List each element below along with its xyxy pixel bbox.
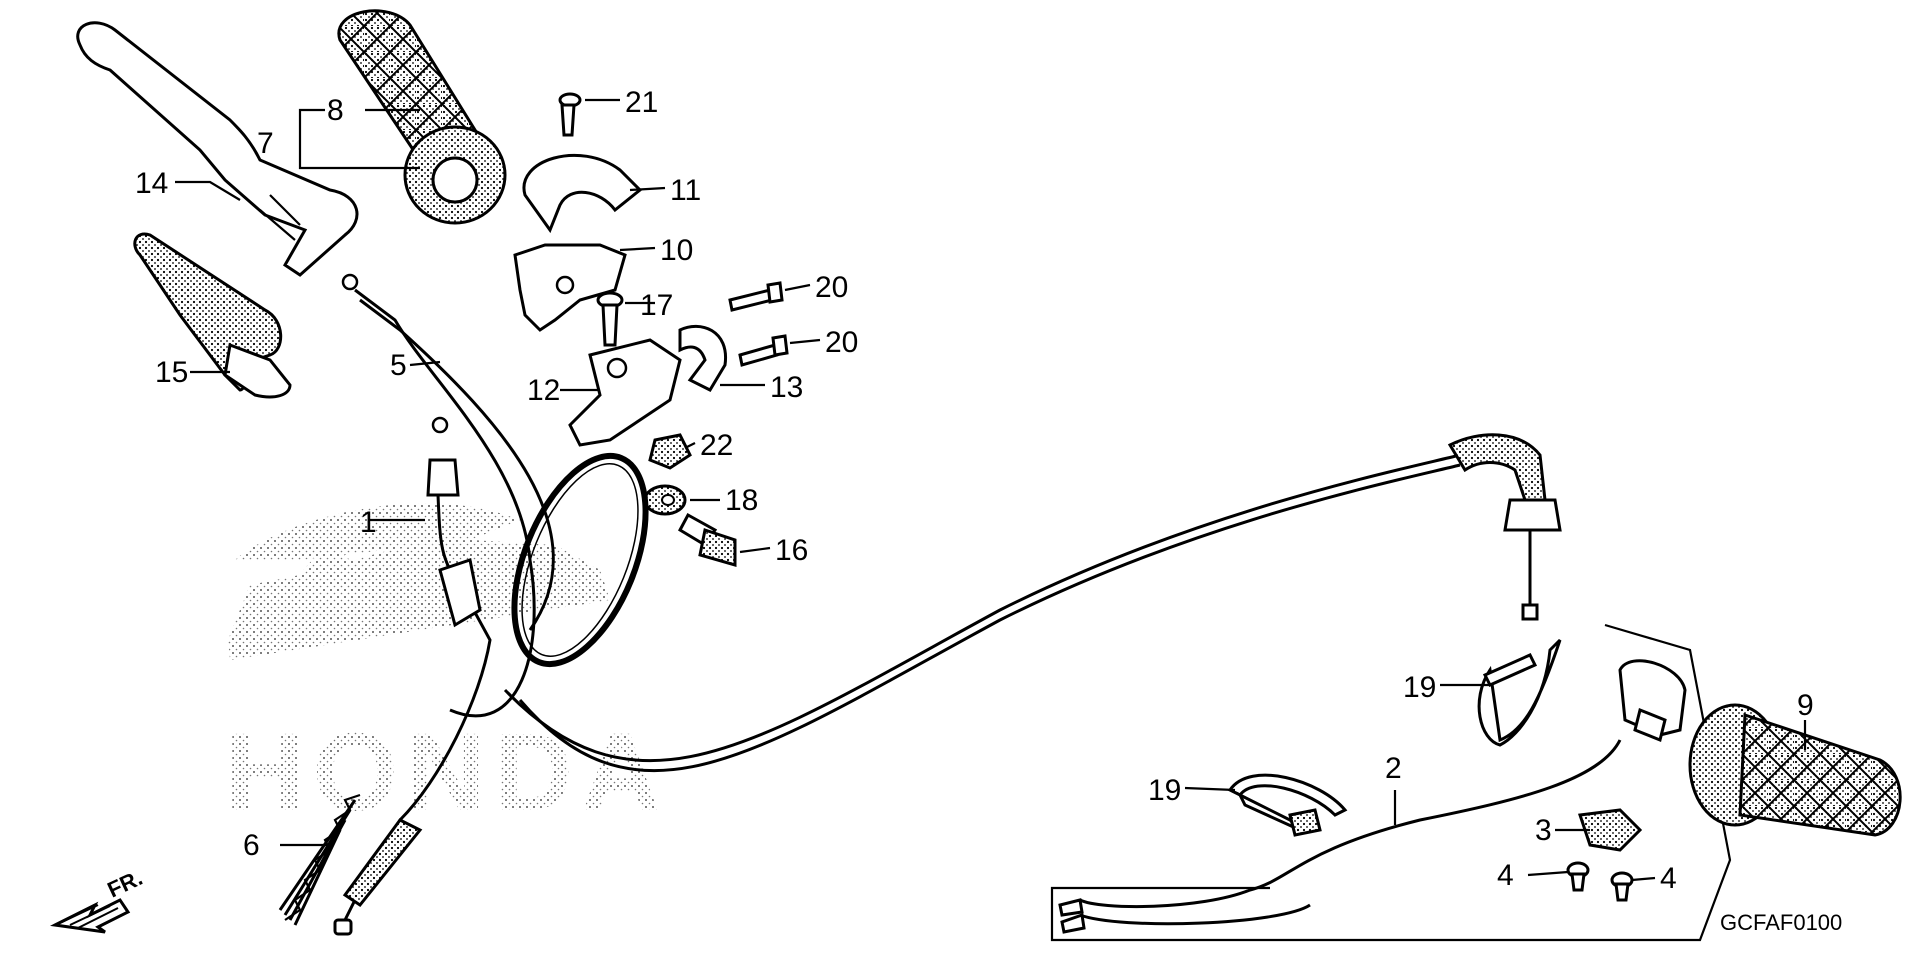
screw-4-right <box>1610 871 1634 902</box>
choke-cable <box>503 433 1562 773</box>
callout-20-lower: 20 <box>825 326 858 359</box>
front-direction-label: FR. <box>104 865 147 903</box>
callout-17: 17 <box>640 289 673 322</box>
clutch-lever <box>76 21 359 277</box>
callout-8: 8 <box>327 94 344 127</box>
throttle-grip <box>337 9 507 225</box>
clutch-cable <box>341 273 649 718</box>
callout-6: 6 <box>243 829 260 862</box>
throttle-cable <box>333 416 492 936</box>
callout-3: 3 <box>1535 814 1552 847</box>
right-grip <box>1688 703 1902 837</box>
switch-clamp-3 <box>1577 808 1643 852</box>
screw-21 <box>558 92 582 137</box>
callout-2: 2 <box>1385 752 1402 785</box>
holder-clamp <box>678 324 727 392</box>
diagram-code: GCFAF0100 <box>1720 910 1842 935</box>
nut-22 <box>648 433 692 470</box>
throttle-housing <box>513 243 627 332</box>
callout-21: 21 <box>625 86 658 119</box>
spring-6 <box>278 793 361 926</box>
lever-cover <box>133 232 292 399</box>
cable-tie-19-lower <box>1227 773 1348 837</box>
callout-13: 13 <box>770 371 803 404</box>
switch-assembly <box>1050 623 1732 942</box>
callout-11: 11 <box>670 174 701 207</box>
bolt-17 <box>596 291 624 347</box>
callout-4-right: 4 <box>1660 862 1677 895</box>
callout-19-upper: 19 <box>1403 671 1436 704</box>
cable-tie-19-upper <box>1477 638 1562 747</box>
lever-holder <box>568 338 682 447</box>
front-direction-arrow-icon <box>50 898 131 934</box>
locknut-18 <box>643 484 687 516</box>
housing-cover <box>522 153 643 234</box>
callout-9: 9 <box>1797 689 1814 722</box>
honda-watermark-text: HONDA <box>225 711 668 834</box>
callout-16: 16 <box>775 534 808 567</box>
callout-5: 5 <box>390 349 407 382</box>
callout-labels: 1 2 3 4 4 5 6 7 8 9 10 11 12 13 14 15 16… <box>135 86 1814 895</box>
callout-4-left: 4 <box>1497 859 1514 892</box>
callout-20-upper: 20 <box>815 271 848 304</box>
callout-14: 14 <box>135 167 168 200</box>
callout-10: 10 <box>660 234 693 267</box>
bolt-20-lower <box>738 334 789 367</box>
callout-7: 7 <box>257 127 274 160</box>
bolt-20-upper <box>728 281 784 312</box>
callout-1: 1 <box>360 506 377 539</box>
leader-lines <box>175 98 1807 882</box>
callout-22: 22 <box>700 429 733 462</box>
screw-4-left <box>1566 861 1590 892</box>
honda-wing-logo-watermark <box>228 503 610 660</box>
callout-19-lower: 19 <box>1148 774 1181 807</box>
adjuster-16 <box>678 512 737 567</box>
callout-15: 15 <box>155 356 188 389</box>
callout-12: 12 <box>527 374 560 407</box>
callout-18: 18 <box>725 484 758 517</box>
